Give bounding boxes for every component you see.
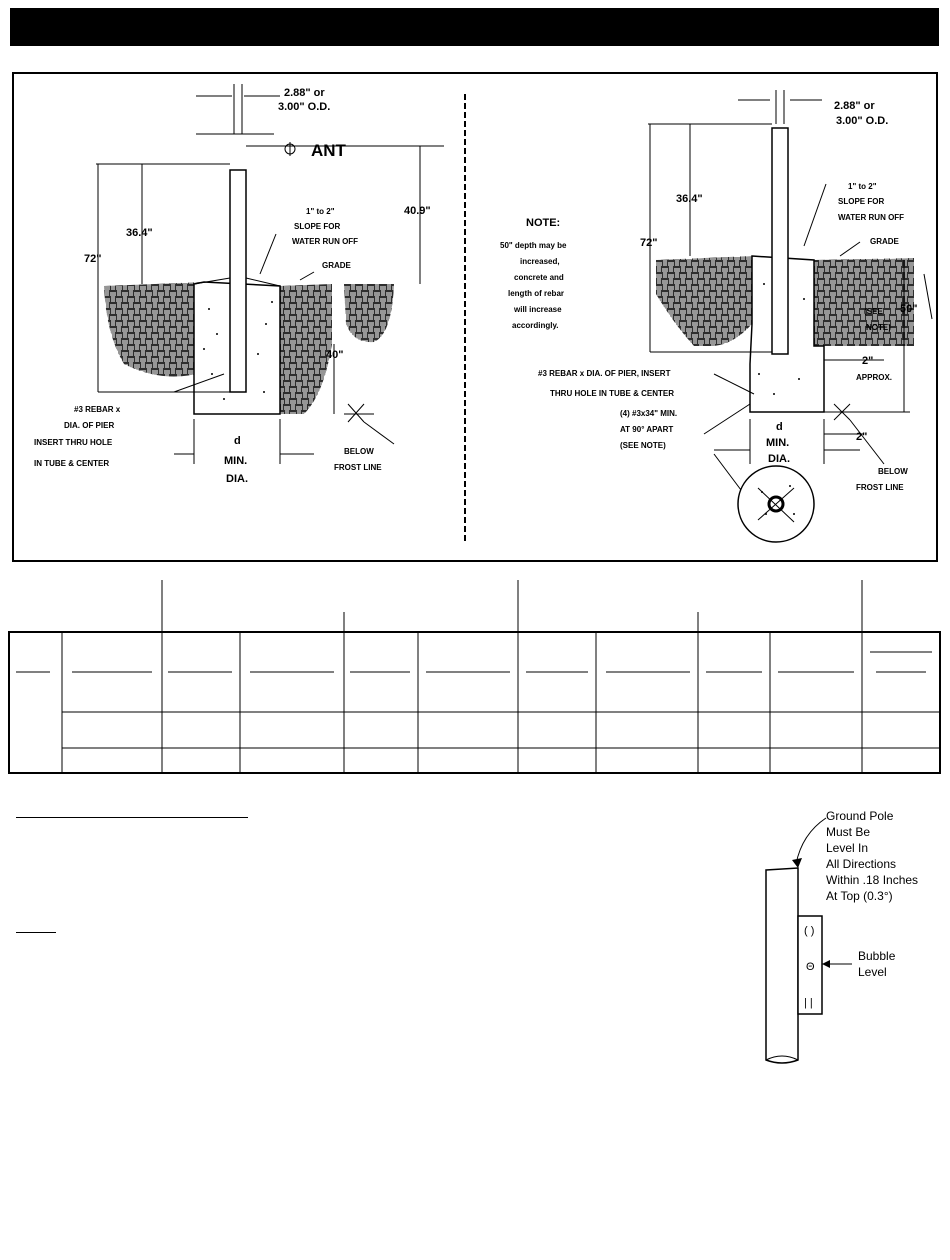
right-note-2: increased, — [520, 257, 560, 266]
right-see-1: (SEE — [864, 307, 883, 316]
bubble-label-2: Level — [858, 965, 887, 979]
left-soil-2 — [280, 284, 332, 414]
right-see-2: NOTE) — [866, 323, 891, 332]
left-od-label-1: 2.88" or — [284, 87, 325, 99]
level-pole — [765, 867, 799, 1064]
right-dim-2b: 2" — [856, 431, 867, 443]
right-rebar4-3: (SEE NOTE) — [620, 441, 666, 450]
right-rebar-1: #3 REBAR x DIA. OF PIER, INSERT — [538, 369, 671, 378]
callout-line-1: Ground Pole — [826, 809, 894, 823]
callout-line-5: Within .18 Inches — [826, 873, 918, 887]
right-below-2: FROST LINE — [856, 483, 904, 492]
right-slope-2: SLOPE FOR — [838, 197, 884, 206]
right-dia-label: DIA. — [768, 453, 790, 465]
callout-line-2: Must Be — [826, 825, 870, 839]
left-rebar-4: IN TUBE & CENTER — [34, 459, 109, 468]
level-glyph-mid: Θ — [806, 961, 815, 973]
level-glyph-bot: | | — [804, 997, 813, 1009]
left-below-1: BELOW — [344, 447, 374, 456]
foundation-drawing: 2.88" or 3.00" O.D. ANT 72" 36.4" 40.9" … — [34, 84, 933, 544]
left-grade: GRADE — [322, 261, 352, 270]
right-dim-2a: 2" — [862, 355, 873, 367]
table-row-lines — [62, 711, 940, 749]
right-grade: GRADE — [870, 237, 900, 246]
left-slope-1: 1" to 2" — [306, 207, 335, 216]
left-od-label-2: 3.00" O.D. — [278, 101, 330, 113]
right-od-label-1: 2.88" or — [834, 100, 875, 112]
left-d-label: d — [234, 435, 241, 447]
right-note-1: 50" depth may be — [500, 241, 567, 250]
left-ground-pole — [229, 169, 247, 393]
right-ground-pole — [771, 127, 789, 355]
note-label-underline — [16, 932, 56, 933]
table-header-lines — [161, 580, 863, 632]
right-dim-364: 36.4" — [676, 193, 703, 205]
table-header-underlines — [16, 651, 932, 673]
left-slope-3: WATER RUN OFF — [292, 237, 358, 246]
left-below-2: FROST LINE — [334, 463, 382, 472]
right-note-3: concrete and — [514, 273, 564, 282]
right-slope-3: WATER RUN OFF — [838, 213, 904, 222]
left-rebar-3: INSERT THRU HOLE — [34, 438, 113, 447]
left-soil-3 — [344, 284, 394, 343]
left-rebar-2: DIA. OF PIER — [64, 421, 114, 430]
header-bar — [10, 8, 939, 46]
left-foundation-diagram: 2.88" or 3.00" O.D. ANT 72" 36.4" 40.9" … — [34, 84, 444, 485]
right-approx: APPROX. — [856, 373, 892, 382]
callout-line-4: All Directions — [826, 857, 896, 871]
right-note-4: length of rebar — [508, 289, 564, 298]
right-slope-1: 1" to 2" — [848, 182, 877, 191]
right-below-1: BELOW — [878, 467, 908, 476]
bubble-level-body — [797, 915, 823, 1015]
right-rebar-2: THRU HOLE IN TUBE & CENTER — [550, 389, 674, 398]
level-glyph-top: ( ) — [804, 925, 814, 937]
foundation-figure: 2.88" or 3.00" O.D. ANT 72" 36.4" 40.9" … — [12, 72, 938, 562]
right-soil-1 — [656, 256, 752, 346]
left-concrete-dots — [203, 301, 273, 400]
right-foundation-diagram: 2.88" or 3.00" O.D. 36.4" 72" 50" 2" APP… — [500, 90, 933, 543]
left-rebar-1: #3 REBAR x — [74, 405, 121, 414]
left-slope-2: SLOPE FOR — [294, 222, 340, 231]
callout-line-6: At Top (0.3°) — [826, 889, 893, 903]
right-od-label-2: 3.00" O.D. — [836, 115, 888, 127]
left-dim-364: 36.4" — [126, 227, 153, 239]
right-note-title: NOTE: — [526, 217, 560, 229]
left-dim-72: 72" — [84, 253, 101, 265]
right-rebar4-2: AT 90° APART — [620, 425, 673, 434]
table-body-frame — [8, 631, 941, 774]
right-dim-72: 72" — [640, 237, 657, 249]
right-min-label: MIN. — [766, 437, 789, 449]
note-heading-underline — [16, 817, 248, 818]
bubble-label-1: Bubble — [858, 949, 896, 963]
table-column-lines — [61, 632, 863, 773]
left-dim-409: 40.9" — [404, 205, 431, 217]
left-dim-40: 40" — [326, 349, 343, 361]
right-rebar4-1: (4) #3x34" MIN. — [620, 409, 677, 418]
bubble-level-figure: ( ) Θ | | Ground Pole Must Be Level In A… — [765, 809, 918, 1064]
right-d-label: d — [776, 421, 783, 433]
left-dia-label: DIA. — [226, 473, 248, 485]
right-soil-2 — [814, 258, 914, 346]
right-dim-50: 50" — [900, 303, 917, 315]
left-ant-label: ANT — [311, 141, 347, 160]
left-min-label: MIN. — [224, 455, 247, 467]
right-note-6: accordingly. — [512, 321, 559, 330]
callout-line-3: Level In — [826, 841, 868, 855]
left-soil-1 — [104, 282, 204, 377]
right-note-5: will increase — [513, 305, 562, 314]
